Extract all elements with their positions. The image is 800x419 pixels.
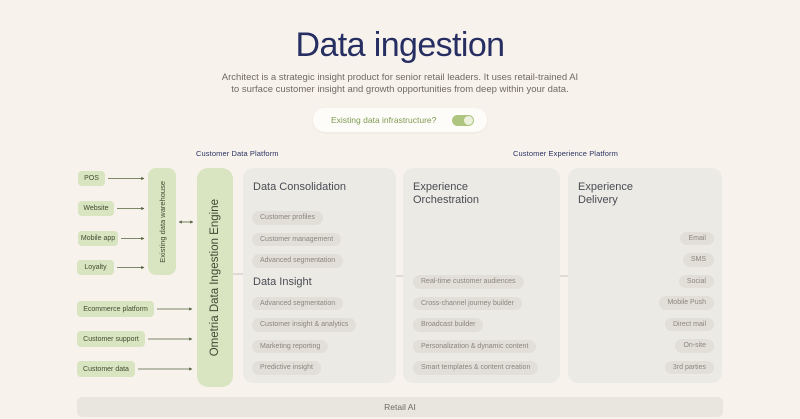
pill-smart-templates-content-creation: Smart templates & content creation xyxy=(413,361,539,375)
pill-mobile-push: Mobile Push xyxy=(659,296,714,310)
engine-label: Ometria Data Ingestion Engine xyxy=(209,198,221,357)
experience-orchestration-heading: Experience Orchestration xyxy=(413,181,480,206)
experience-delivery-heading: Experience Delivery xyxy=(578,181,634,206)
source-box-customer-support: Customer support xyxy=(77,331,145,347)
data-consolidation-panel: Data Consolidation Customer profiles Cus… xyxy=(243,168,396,383)
source-box-mobile-app: Mobile app xyxy=(78,231,118,246)
pill-personalization-dynamic-content: Personalization & dynamic content xyxy=(413,339,537,353)
experience-orchestration-panel: Experience Orchestration Real-time custo… xyxy=(403,168,560,383)
data-consolidation-heading: Data Consolidation xyxy=(253,181,346,193)
source-box-website: Website xyxy=(78,201,114,216)
experience-delivery-items: Email SMS Social Mobile Push Direct mail… xyxy=(659,231,714,374)
experience-delivery-panel: Experience Delivery Email SMS Social Mob… xyxy=(568,168,722,383)
pill-advanced-segmentation-2: Advanced segmentation xyxy=(252,296,344,310)
source-box-customer-data: Customer data xyxy=(77,361,135,377)
toggle-switch-icon[interactable] xyxy=(452,114,474,126)
data-insight-heading: Data Insight xyxy=(253,276,312,288)
subtitle-line-2: to surface customer insight and growth o… xyxy=(231,83,569,95)
data-insight-items: Advanced segmentation Customer insight &… xyxy=(252,296,357,375)
pill-real-time-customer-audiences: Real-time customer audiences xyxy=(413,275,524,289)
pill-customer-insight-analytics: Customer insight & analytics xyxy=(252,318,357,332)
source-box-pos: POS xyxy=(78,171,105,186)
pill-on-site: On-site xyxy=(675,339,714,353)
pill-customer-profiles: Customer profiles xyxy=(252,211,323,225)
pill-predictive-insight: Predictive insight xyxy=(252,361,321,375)
pill-sms: SMS xyxy=(682,253,714,267)
ometria-data-ingestion-engine-box: Ometria Data Ingestion Engine xyxy=(197,168,233,387)
page-title: Data ingestion xyxy=(295,26,506,64)
pill-email: Email xyxy=(680,231,714,245)
pill-marketing-reporting: Marketing reporting xyxy=(252,339,329,353)
experience-orchestration-items: Real-time customer audiences Cross-chann… xyxy=(413,275,539,375)
pill-advanced-segmentation: Advanced segmentation xyxy=(252,254,344,268)
retail-ai-label: Retail AI xyxy=(384,402,416,412)
retail-ai-bar: Retail AI xyxy=(77,397,723,417)
pill-3rd-parties: 3rd parties xyxy=(664,360,714,374)
customer-experience-platform-label: Customer Experience Platform xyxy=(513,149,618,158)
existing-data-warehouse-box: Existing data warehouse xyxy=(148,168,176,275)
pill-customer-management: Customer management xyxy=(252,232,342,246)
toggle-label: Existing data infrastructure? xyxy=(331,115,437,125)
page-subtitle: Architect is a strategic insight product… xyxy=(0,72,800,95)
pill-broadcast-builder: Broadcast builder xyxy=(413,318,484,332)
pill-social: Social xyxy=(678,274,714,288)
toggle-knob xyxy=(464,115,473,125)
subtitle-line-1: Architect is a strategic insight product… xyxy=(221,72,579,83)
source-box-loyalty: Loyalty xyxy=(77,260,114,275)
customer-data-platform-label: Customer Data Platform xyxy=(196,149,279,158)
data-consolidation-items: Customer profiles Customer management Ad… xyxy=(252,211,344,268)
warehouse-label: Existing data warehouse xyxy=(157,180,167,263)
existing-data-infrastructure-toggle[interactable]: Existing data infrastructure? xyxy=(313,108,487,132)
pill-direct-mail: Direct mail xyxy=(664,317,714,331)
pill-cross-channel-journey-builder: Cross-channel journey builder xyxy=(413,296,522,310)
source-box-ecommerce-platform: Ecommerce platform xyxy=(77,301,154,317)
